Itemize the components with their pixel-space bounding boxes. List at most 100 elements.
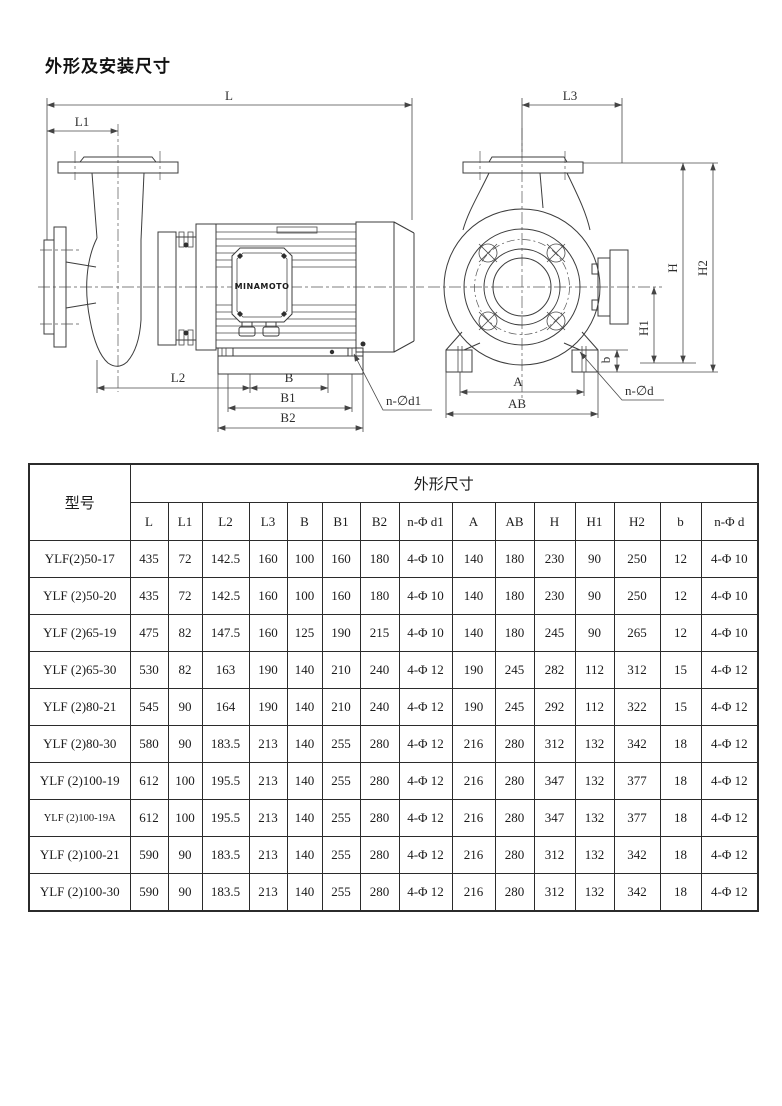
model-cell: YLF (2)50-20 bbox=[28, 577, 131, 615]
dimension-cell: 245 bbox=[494, 688, 535, 726]
dimension-cell: 580 bbox=[129, 725, 169, 763]
dimension-cell: 72 bbox=[167, 540, 203, 578]
dimension-cell: 215 bbox=[359, 614, 400, 652]
dimension-cell: 183.5 bbox=[201, 873, 250, 912]
discharge-flange bbox=[57, 151, 179, 241]
bearing-housing bbox=[591, 249, 629, 325]
dimension-cell: 312 bbox=[533, 836, 576, 874]
dimension-cell: 280 bbox=[359, 799, 400, 837]
model-cell: YLF (2)80-21 bbox=[28, 688, 131, 726]
dimension-cell: 163 bbox=[201, 651, 250, 689]
dimension-cell: 255 bbox=[321, 799, 361, 837]
fan-cover bbox=[355, 221, 415, 353]
dimension-cell: 18 bbox=[659, 836, 702, 874]
front-view-dimensions: L3 H H2 H1 b A AB n-∅d bbox=[445, 88, 718, 418]
dimension-cell: 280 bbox=[359, 836, 400, 874]
dimension-cell: 255 bbox=[321, 725, 361, 763]
dimension-cell: 213 bbox=[248, 836, 288, 874]
dimension-cell: 147.5 bbox=[201, 614, 250, 652]
dim-label-B2: B2 bbox=[280, 410, 295, 425]
dimension-cell: 4-Φ 10 bbox=[398, 614, 453, 652]
flange-bolt-holes bbox=[478, 243, 566, 331]
dimension-cell: 18 bbox=[659, 762, 702, 800]
dimension-cell: 160 bbox=[321, 577, 361, 615]
dimension-cell: 112 bbox=[574, 688, 615, 726]
dimension-cell: 90 bbox=[167, 688, 203, 726]
dimension-cell: 140 bbox=[451, 577, 496, 615]
dimension-cell: 132 bbox=[574, 873, 615, 912]
dimension-cell: 12 bbox=[659, 614, 702, 652]
dimension-cell: 164 bbox=[201, 688, 250, 726]
dimension-cell: 4-Φ 10 bbox=[398, 577, 453, 615]
dimension-cell: 435 bbox=[129, 577, 169, 615]
dimension-cell: 140 bbox=[451, 614, 496, 652]
dim-label-B: B bbox=[285, 370, 294, 385]
model-cell: YLF (2)65-19 bbox=[28, 614, 131, 652]
dimension-cell: 4-Φ 12 bbox=[700, 688, 759, 726]
volute-casing bbox=[86, 237, 142, 367]
dimension-cell: 100 bbox=[286, 540, 323, 578]
dim-label-H2: H2 bbox=[695, 260, 710, 276]
dimension-cell: 216 bbox=[451, 836, 496, 874]
dimension-cell: 4-Φ 12 bbox=[700, 725, 759, 763]
motor-brand-label: MINAMOTO bbox=[235, 282, 290, 291]
dimension-cell: 18 bbox=[659, 873, 702, 912]
dimension-cell: 142.5 bbox=[201, 577, 250, 615]
dimension-cell: 213 bbox=[248, 799, 288, 837]
dimension-cell: 240 bbox=[359, 688, 400, 726]
dimension-cell: 4-Φ 10 bbox=[700, 614, 759, 652]
dimension-cell: 255 bbox=[321, 762, 361, 800]
casing-circles bbox=[443, 208, 601, 366]
col-header-13: b bbox=[659, 502, 702, 541]
dimension-cell: 342 bbox=[613, 873, 661, 912]
model-cell: YLF (2)100-19A bbox=[28, 799, 131, 837]
dim-label-H: H bbox=[665, 263, 680, 272]
model-cell: YLF (2)100-19 bbox=[28, 762, 131, 800]
side-view: MINAMOTO bbox=[38, 88, 432, 432]
page-title: 外形及安装尺寸 bbox=[45, 57, 171, 76]
dimension-cell: 590 bbox=[129, 836, 169, 874]
dimension-cell: 140 bbox=[286, 651, 323, 689]
side-view-dimensions: L L1 L2 B B1 B2 n-∅d1 bbox=[46, 88, 432, 432]
dimension-cell: 190 bbox=[321, 614, 361, 652]
dim-label-L2: L2 bbox=[171, 370, 185, 385]
dimension-cell: 82 bbox=[167, 614, 203, 652]
dimension-cell: 100 bbox=[167, 799, 203, 837]
dimension-cell: 280 bbox=[359, 762, 400, 800]
col-header-12: H2 bbox=[613, 502, 661, 541]
dimension-cell: 280 bbox=[494, 725, 535, 763]
dimension-cell: 342 bbox=[613, 725, 661, 763]
dimension-cell: 4-Φ 12 bbox=[398, 799, 453, 837]
dimension-cell: 590 bbox=[129, 873, 169, 912]
dimension-cell: 15 bbox=[659, 651, 702, 689]
dimension-cell: 18 bbox=[659, 725, 702, 763]
dimension-cell: 12 bbox=[659, 577, 702, 615]
dimension-cell: 90 bbox=[167, 836, 203, 874]
dim-label-A: A bbox=[513, 374, 523, 389]
dimension-cell: 72 bbox=[167, 577, 203, 615]
dimension-cell: 160 bbox=[248, 577, 288, 615]
dimension-cell: 4-Φ 12 bbox=[398, 873, 453, 912]
dimension-cell: 216 bbox=[451, 873, 496, 912]
dimension-cell: 140 bbox=[286, 688, 323, 726]
dim-label-B1: B1 bbox=[280, 390, 295, 405]
dimension-cell: 4-Φ 12 bbox=[398, 836, 453, 874]
dimension-cell: 4-Φ 12 bbox=[700, 762, 759, 800]
dimension-cell: 4-Φ 12 bbox=[398, 762, 453, 800]
col-header-11: H1 bbox=[574, 502, 615, 541]
dimension-cell: 140 bbox=[286, 836, 323, 874]
dimension-cell: 612 bbox=[129, 762, 169, 800]
model-cell: YLF (2)100-21 bbox=[28, 836, 131, 874]
dimension-cell: 280 bbox=[359, 873, 400, 912]
dim-label-L3: L3 bbox=[563, 88, 577, 103]
dimension-cell: 180 bbox=[494, 614, 535, 652]
dimension-cell: 347 bbox=[533, 762, 576, 800]
dimension-cell: 195.5 bbox=[201, 799, 250, 837]
dimension-cell: 475 bbox=[129, 614, 169, 652]
